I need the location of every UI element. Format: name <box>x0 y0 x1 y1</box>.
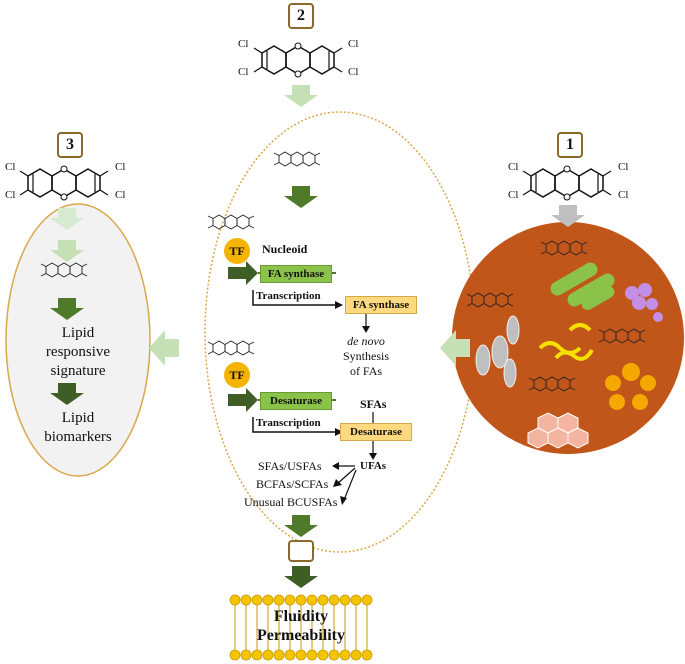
gene-desaturase: Desaturase <box>260 392 332 410</box>
transcription-label-1: Transcription <box>256 290 321 302</box>
cl-label: Cl <box>508 189 519 201</box>
permeability-label: Permeability <box>257 627 345 644</box>
of-fas-label: of FAs <box>349 364 383 378</box>
tf-circle-1: TF <box>224 238 250 264</box>
dioxin-molecule-right <box>522 165 612 201</box>
cl-label: Cl <box>238 66 249 78</box>
outcome-unusual-bcusfas: Unusual BCUSFAs <box>244 495 338 509</box>
synthesis-label: Synthesis <box>342 349 389 363</box>
membrane-bilayer <box>229 594 373 661</box>
brown-circle <box>452 222 684 454</box>
panel-number-2: 2 <box>288 3 314 29</box>
left-text-lipid: Lipid <box>61 325 95 341</box>
cl-label: Cl <box>5 161 16 173</box>
tf-circle-2: TF <box>224 362 250 388</box>
gene-fa-synthase: FA synthase <box>260 265 332 283</box>
ufas-label: UFAs <box>360 460 387 472</box>
cl-label: Cl <box>508 161 519 173</box>
nucleoid-label: Nucleoid <box>262 242 308 256</box>
left-oval <box>5 203 151 477</box>
cl-label: Cl <box>618 189 629 201</box>
panel-number-1: 1 <box>557 132 583 158</box>
panel-number-3: 3 <box>57 132 83 158</box>
microbe-cluster <box>466 240 663 449</box>
cl-label: Cl <box>115 189 126 201</box>
protein-desaturase: Desaturase <box>340 423 412 441</box>
de-novo-label: de novo <box>347 334 385 348</box>
protein-fa-synthase: FA synthase <box>345 296 417 314</box>
dioxin-molecule-top <box>253 42 343 78</box>
cl-label: Cl <box>348 38 359 50</box>
left-text-signature: signature <box>50 363 106 379</box>
left-text-lipid-2: Lipid <box>61 410 95 426</box>
cl-label: Cl <box>5 189 16 201</box>
cl-label: Cl <box>348 66 359 78</box>
cl-label: Cl <box>238 38 249 50</box>
left-text-responsive: responsive <box>45 344 111 360</box>
outcome-bcfas-scfas: BCFAs/SCFAs <box>256 477 329 491</box>
cl-label: Cl <box>618 161 629 173</box>
cl-label: Cl <box>115 161 126 173</box>
fluidity-label: Fluidity <box>273 608 329 625</box>
left-text-biomarkers: biomarkers <box>44 429 112 445</box>
outcome-sfas-usfas: SFAs/USFAs <box>258 459 322 473</box>
center-oval <box>204 111 476 553</box>
sfas-label: SFAs <box>360 397 387 411</box>
transcription-label-2: Transcription <box>256 417 321 429</box>
dioxin-molecule-left <box>19 165 109 201</box>
